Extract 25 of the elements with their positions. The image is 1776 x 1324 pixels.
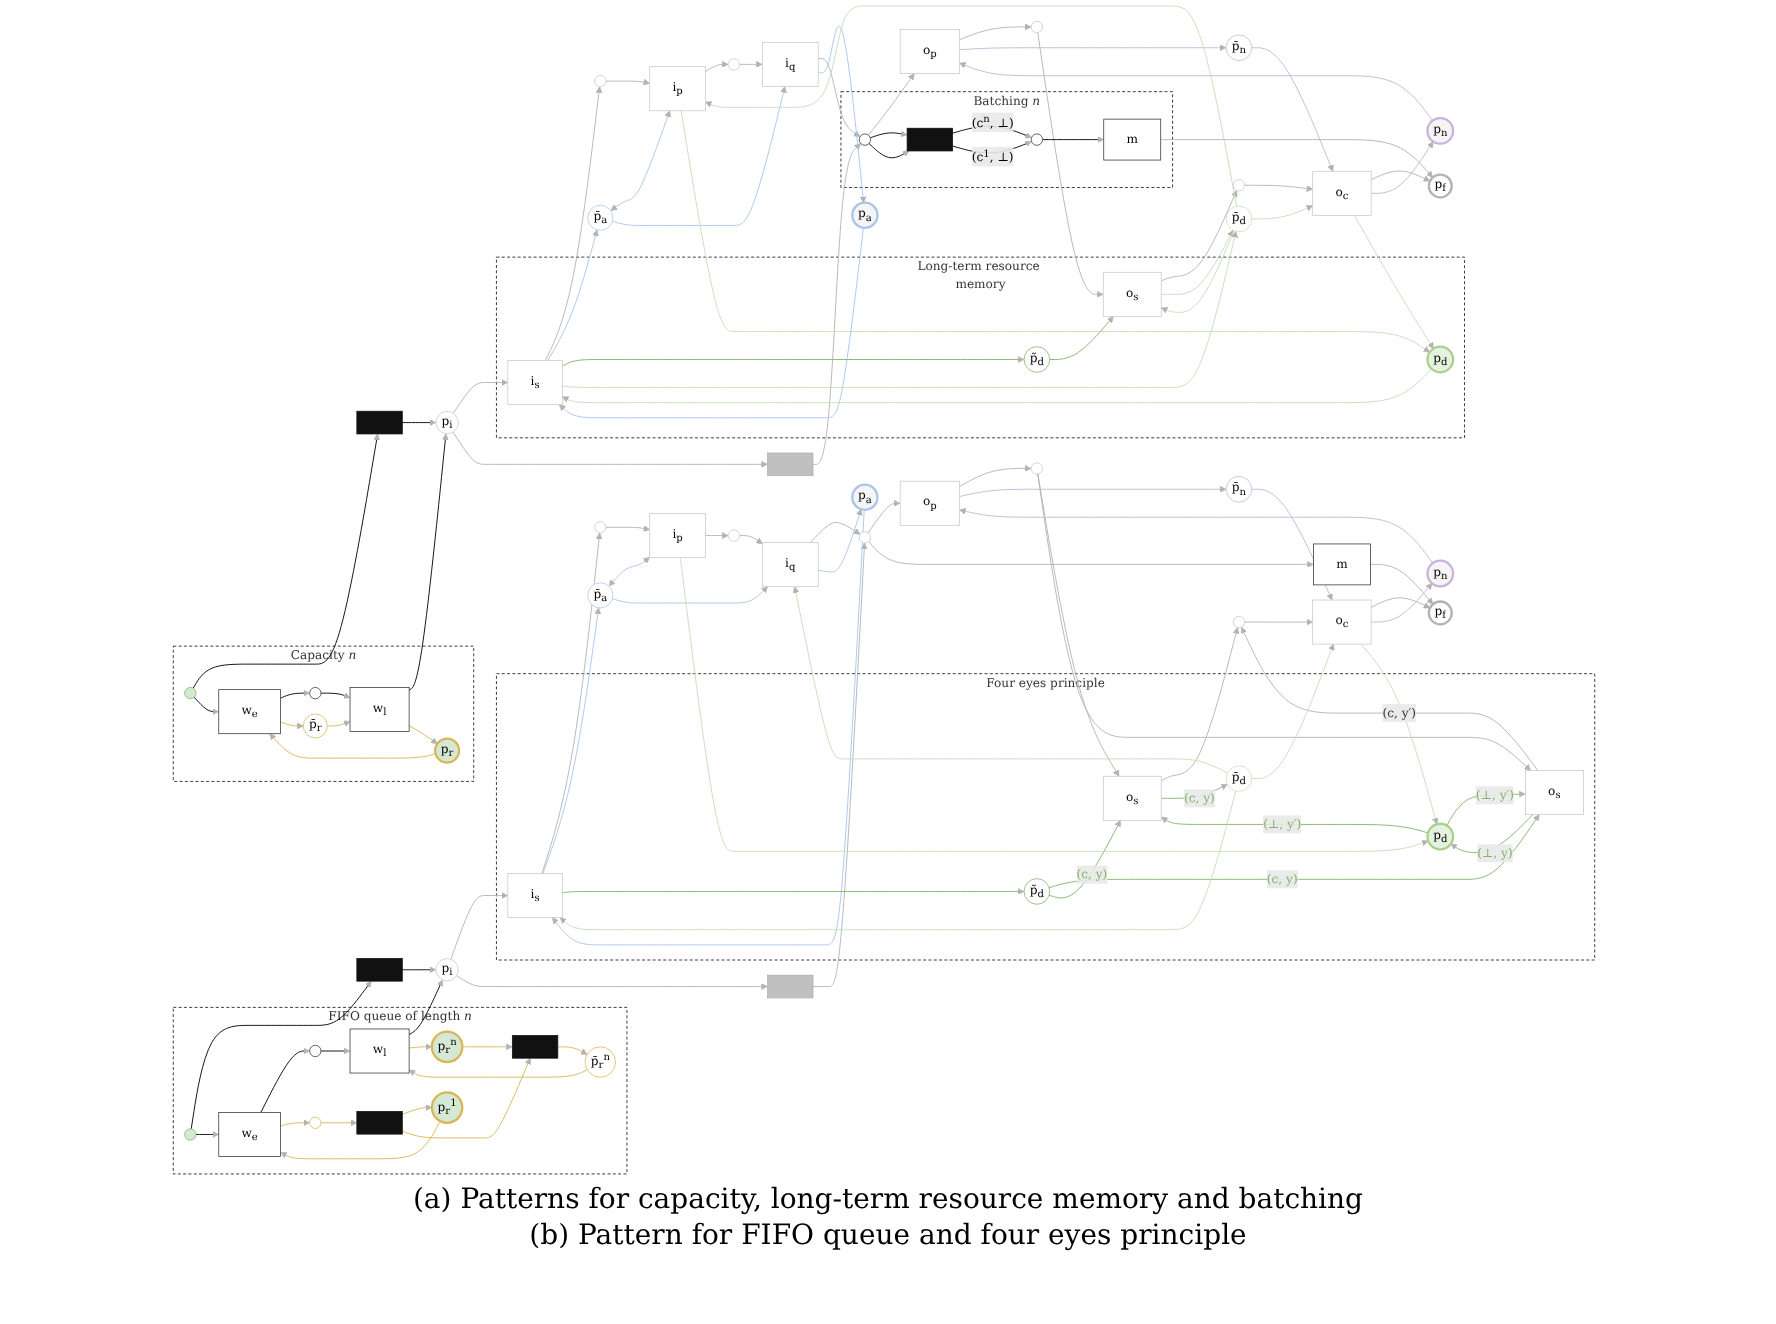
node-box [767,974,814,999]
node-circle [1232,179,1246,192]
node-box [906,127,953,152]
node-circle [309,687,322,700]
node-circle [309,1044,322,1058]
node-circle [727,58,740,71]
node-circle [309,1116,322,1129]
node-circle [858,531,871,544]
node-circle [1232,616,1246,629]
node-circle [594,521,607,534]
node-circle [727,529,740,542]
node-box [356,958,403,982]
node-circle [1030,20,1043,33]
node-box [511,1035,559,1059]
node-circle [1030,462,1043,475]
node-circle [1030,133,1043,146]
caption-text: (b) Pattern for FIFO queue and four eyes principle [527,1220,1249,1252]
node-circle [594,75,607,88]
node-box [767,452,814,477]
node-box [356,410,403,435]
caption-text: (a) Patterns for capacity, long-term resource memory and batching [410,1184,1366,1216]
node-circle [184,1128,197,1141]
node-circle [184,687,197,700]
node-circle [858,133,871,146]
node-box [356,1111,403,1135]
